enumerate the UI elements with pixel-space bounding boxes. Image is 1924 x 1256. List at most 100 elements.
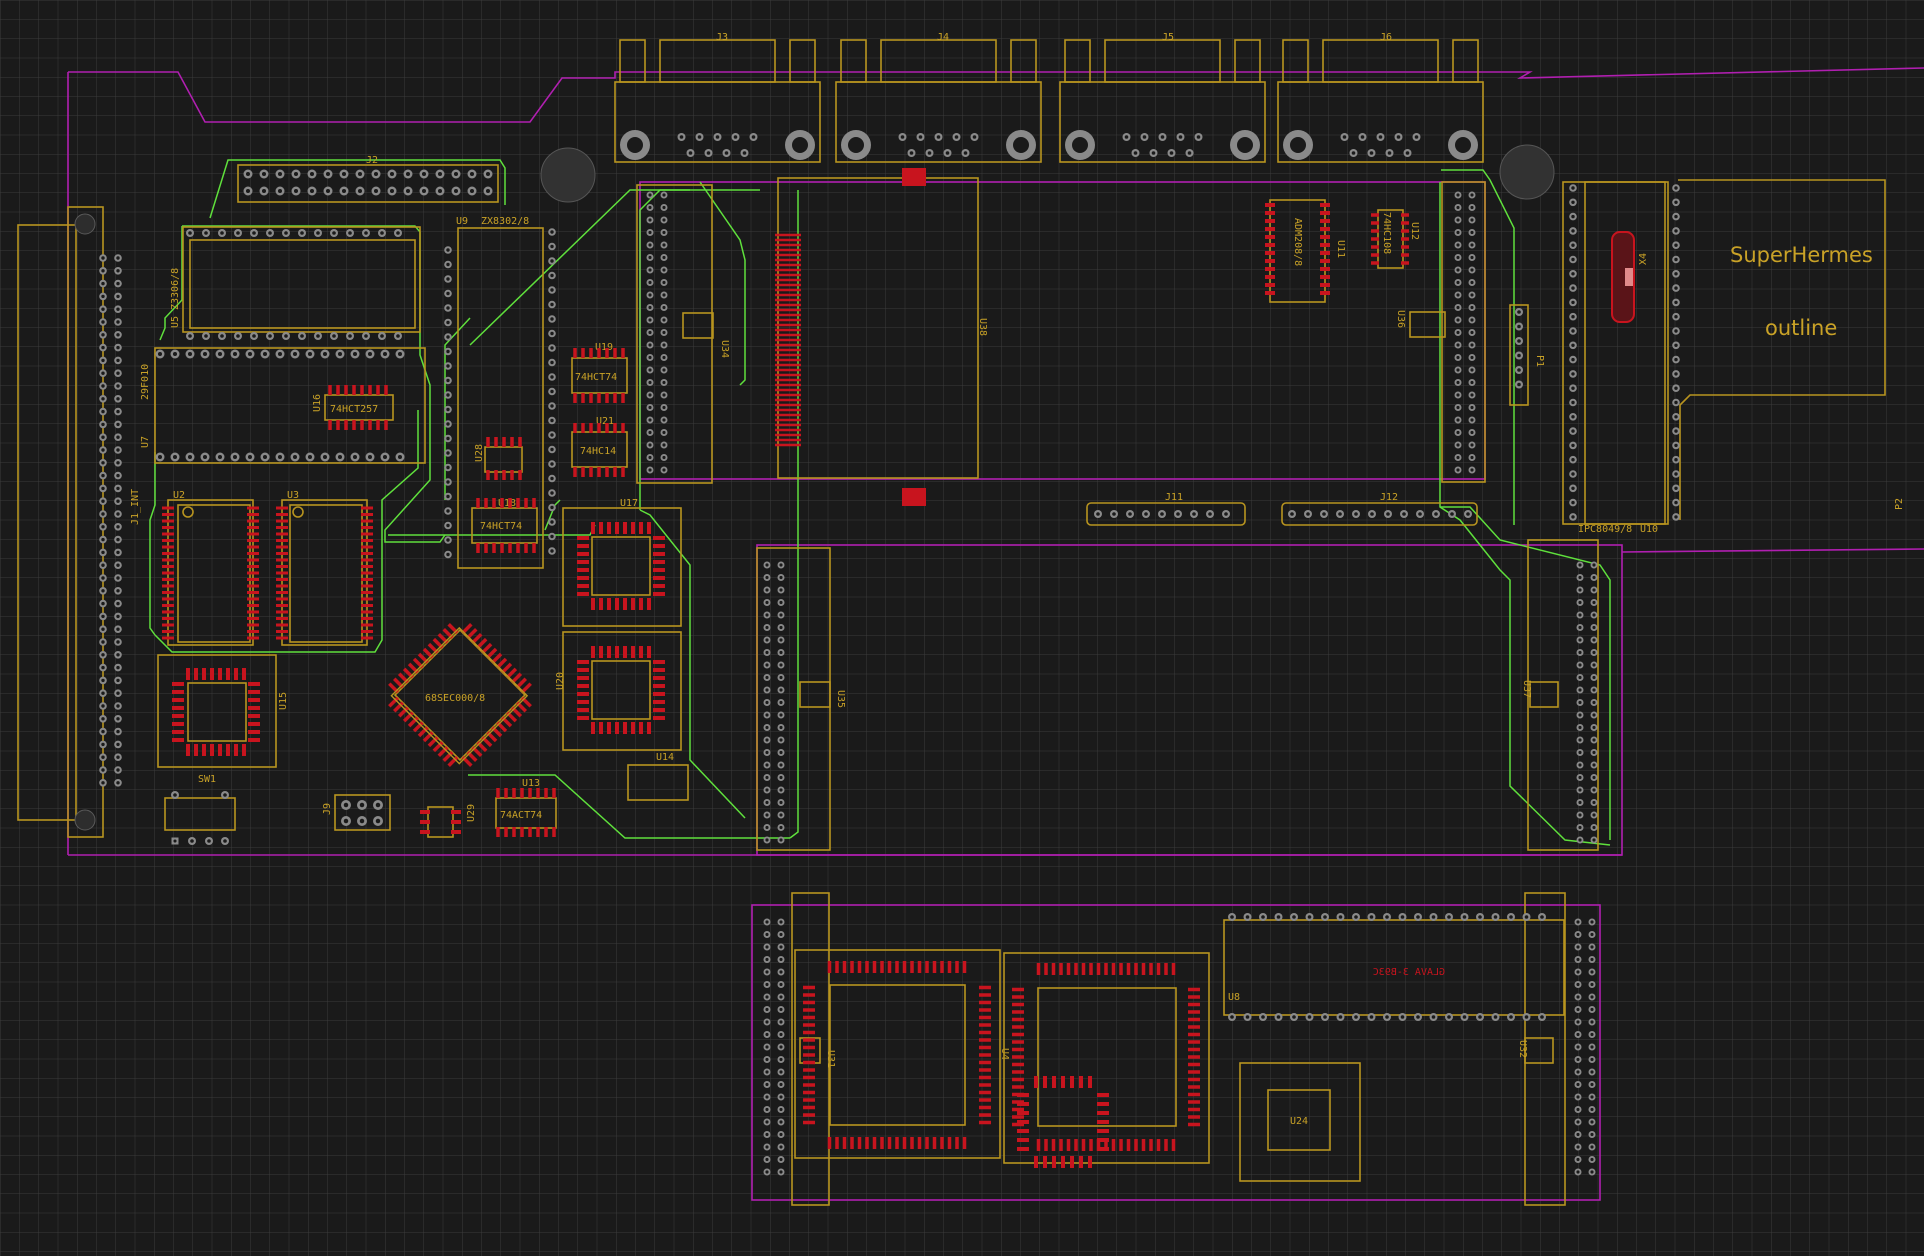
pad-hole bbox=[779, 1020, 783, 1024]
pad-hole bbox=[332, 334, 336, 338]
smd-pad bbox=[336, 420, 340, 430]
dsub-tab bbox=[1282, 39, 1309, 83]
connector-u35[interactable]: U35 bbox=[756, 547, 846, 851]
smd-pad bbox=[393, 701, 404, 713]
pad-hole bbox=[1571, 486, 1575, 491]
chip-u8[interactable]: GLAVA 3-B93C U8 bbox=[1223, 919, 1565, 1016]
smd-pad bbox=[336, 385, 340, 395]
smd-pad bbox=[613, 423, 617, 433]
pad-hole bbox=[1674, 286, 1678, 290]
pad-hole bbox=[1571, 186, 1575, 190]
pad-hole bbox=[1224, 512, 1228, 516]
pad-hole bbox=[446, 538, 450, 542]
smd-pad bbox=[979, 985, 991, 990]
pad-hole bbox=[550, 288, 554, 292]
smd-pad bbox=[486, 470, 490, 480]
smd-pad bbox=[344, 385, 348, 395]
pad-hole bbox=[765, 675, 769, 680]
pad-hole bbox=[1151, 151, 1156, 155]
pad-hole bbox=[101, 256, 105, 260]
connector-j1[interactable]: J1_INT bbox=[17, 206, 141, 838]
connector-j12[interactable]: J12 bbox=[1281, 492, 1478, 526]
pad-hole bbox=[261, 171, 267, 177]
pad-hole bbox=[1578, 763, 1582, 767]
chip-u5[interactable]: Z3306/8 U5 bbox=[170, 226, 421, 333]
smd-pad bbox=[494, 437, 498, 447]
chip-cpu-68sec000[interactable]: 68SEC000/8 bbox=[393, 628, 527, 762]
smd-pad bbox=[1017, 1138, 1029, 1142]
pad-hole bbox=[1245, 1015, 1250, 1019]
connector-u32[interactable]: U32 bbox=[1517, 892, 1566, 1206]
smd-pad bbox=[276, 636, 288, 640]
connector-u34[interactable]: U34 bbox=[636, 184, 730, 484]
pad-hole bbox=[662, 280, 666, 285]
smd-pad bbox=[597, 423, 601, 433]
smd-pad bbox=[775, 408, 801, 412]
connector-u36[interactable]: U36 bbox=[1395, 181, 1486, 483]
u8-part-label: GLAVA 3-B93C bbox=[1373, 967, 1445, 978]
pad-hole bbox=[550, 302, 554, 307]
chip-u20[interactable]: U20 bbox=[555, 631, 682, 751]
pad-hole bbox=[1674, 429, 1678, 433]
chip-u10[interactable]: IPC8049/8 U10 bbox=[1562, 181, 1669, 535]
smd-pad bbox=[775, 243, 801, 247]
chip-cpld-left[interactable] bbox=[1003, 952, 1210, 1164]
smd-pad bbox=[653, 668, 665, 672]
smd-pad bbox=[1074, 1139, 1078, 1151]
pad-hole bbox=[1456, 468, 1460, 472]
chip-u15[interactable]: U15 bbox=[157, 654, 289, 768]
u35-label: U35 bbox=[835, 690, 846, 708]
connector-j9[interactable]: J9 bbox=[322, 794, 391, 831]
pad-hole bbox=[1456, 443, 1460, 447]
pad-hole bbox=[116, 358, 120, 363]
chip-u7[interactable]: 29F010 U7 bbox=[140, 347, 426, 464]
smd-pad bbox=[1043, 1156, 1047, 1168]
smd-pad bbox=[1320, 211, 1330, 215]
pad-hole bbox=[779, 825, 783, 830]
switch-sw1[interactable]: SW1 bbox=[164, 774, 236, 831]
smd-pad bbox=[1096, 963, 1101, 975]
pad-hole bbox=[688, 151, 693, 155]
smd-pad bbox=[775, 323, 801, 327]
pad-hole bbox=[550, 433, 554, 437]
pad-hole bbox=[1456, 318, 1460, 322]
smd-pad bbox=[1265, 275, 1275, 279]
crystal-x4[interactable]: X4 bbox=[1611, 231, 1649, 323]
pad-hole bbox=[352, 454, 358, 460]
j1-mounting-hole-top bbox=[74, 213, 96, 235]
connector-u38[interactable]: U38 bbox=[777, 177, 988, 479]
smd-pad bbox=[581, 393, 585, 403]
connector-p1[interactable]: P1 bbox=[1509, 304, 1545, 406]
chip-u9[interactable]: U9 ZX8302/8 bbox=[456, 216, 544, 569]
smd-pad bbox=[276, 565, 288, 568]
pad-hole bbox=[446, 291, 450, 296]
smd-pad bbox=[1096, 1139, 1101, 1151]
pad-hole bbox=[116, 269, 120, 273]
smd-pad-layer bbox=[162, 168, 1633, 1168]
board-title: SuperHermes bbox=[1730, 243, 1873, 267]
connector-j11[interactable]: J11 bbox=[1086, 492, 1246, 526]
pad-hole bbox=[779, 957, 783, 962]
pad-hole bbox=[389, 171, 395, 177]
smd-pad bbox=[247, 597, 259, 601]
pad-hole bbox=[779, 613, 783, 617]
connector-u37[interactable]: U37 bbox=[1521, 539, 1599, 851]
chip-u13[interactable]: 74ACT74 U13 bbox=[495, 778, 557, 829]
u11-label: U11 bbox=[1335, 240, 1346, 258]
pad-hole bbox=[173, 839, 177, 843]
pad-hole bbox=[1456, 330, 1460, 335]
pad-hole bbox=[779, 713, 783, 717]
pad-hole bbox=[277, 171, 283, 177]
chip-u14[interactable]: U14 bbox=[627, 752, 689, 801]
chip-u18[interactable]: 74HCT74 U18 bbox=[471, 498, 538, 544]
j12-label: J12 bbox=[1380, 492, 1398, 503]
pad-hole bbox=[765, 625, 769, 630]
pad-hole bbox=[648, 430, 652, 435]
chip-u24[interactable]: U24 bbox=[1239, 1062, 1361, 1182]
pad-hole bbox=[446, 306, 450, 310]
chip-u16[interactable]: 74HCT257 U16 bbox=[312, 394, 394, 421]
smd-pad bbox=[653, 560, 665, 564]
chip-u17[interactable]: U17 bbox=[562, 498, 682, 627]
connector-j2[interactable]: J2 bbox=[237, 155, 499, 203]
